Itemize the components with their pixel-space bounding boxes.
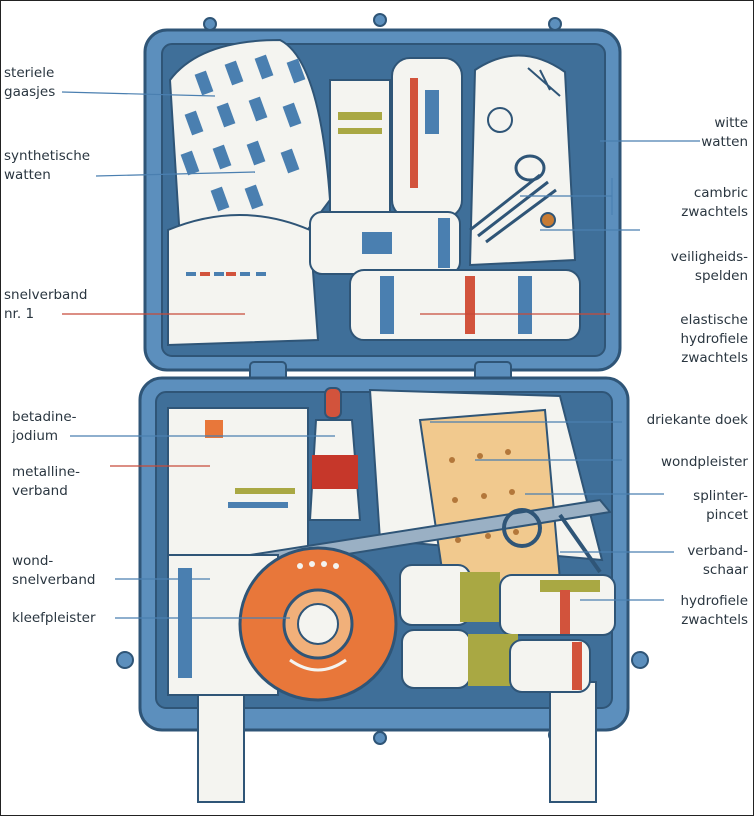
betadine-bottle [308, 387, 362, 521]
lid-bandages [309, 57, 581, 341]
label-driekante-doek: driekante doek [646, 412, 748, 428]
label-metalline-verband: metalline- verband [12, 464, 81, 499]
label-verbandschaar: verband- schaar [687, 543, 748, 578]
label-betadine-jodium: betadine- jodium [12, 409, 77, 444]
label-veiligheidsspelden: veiligheids- spelden [670, 249, 748, 284]
label-hydrofiele-zwachtels: hydrofiele zwachtels [680, 593, 749, 628]
label-cambric-zwachtels: cambric zwachtels [681, 185, 748, 220]
adhesive-tape-spool [238, 546, 398, 702]
label-synthetische-watten: synthetische watten [4, 148, 91, 183]
label-steriele-gaasjes: steriele gaasjes [4, 65, 56, 100]
label-kleefpleister: kleefpleister [12, 610, 96, 626]
label-wondsnelverband: wond- snelverband [12, 553, 96, 588]
white-cotton [468, 54, 577, 267]
safety-pins [469, 154, 557, 244]
snelverband-roll [167, 214, 320, 347]
leader-lines [61, 91, 700, 619]
label-wondpleister: wondpleister [661, 454, 748, 470]
label-splinterpincet: splinter- pincet [693, 488, 748, 523]
gauze-pack [168, 38, 332, 241]
label-snelverband-nr1: snelverband nr. 1 [4, 287, 88, 322]
label-elastische-hydrofiele-zwachtels: elastische hydrofiele zwachtels [680, 312, 748, 366]
label-witte-watten: witte watten [701, 115, 748, 150]
wound-plaster [418, 408, 562, 592]
metalline-pack [167, 407, 309, 569]
hydrofiele-bandages [399, 564, 616, 693]
